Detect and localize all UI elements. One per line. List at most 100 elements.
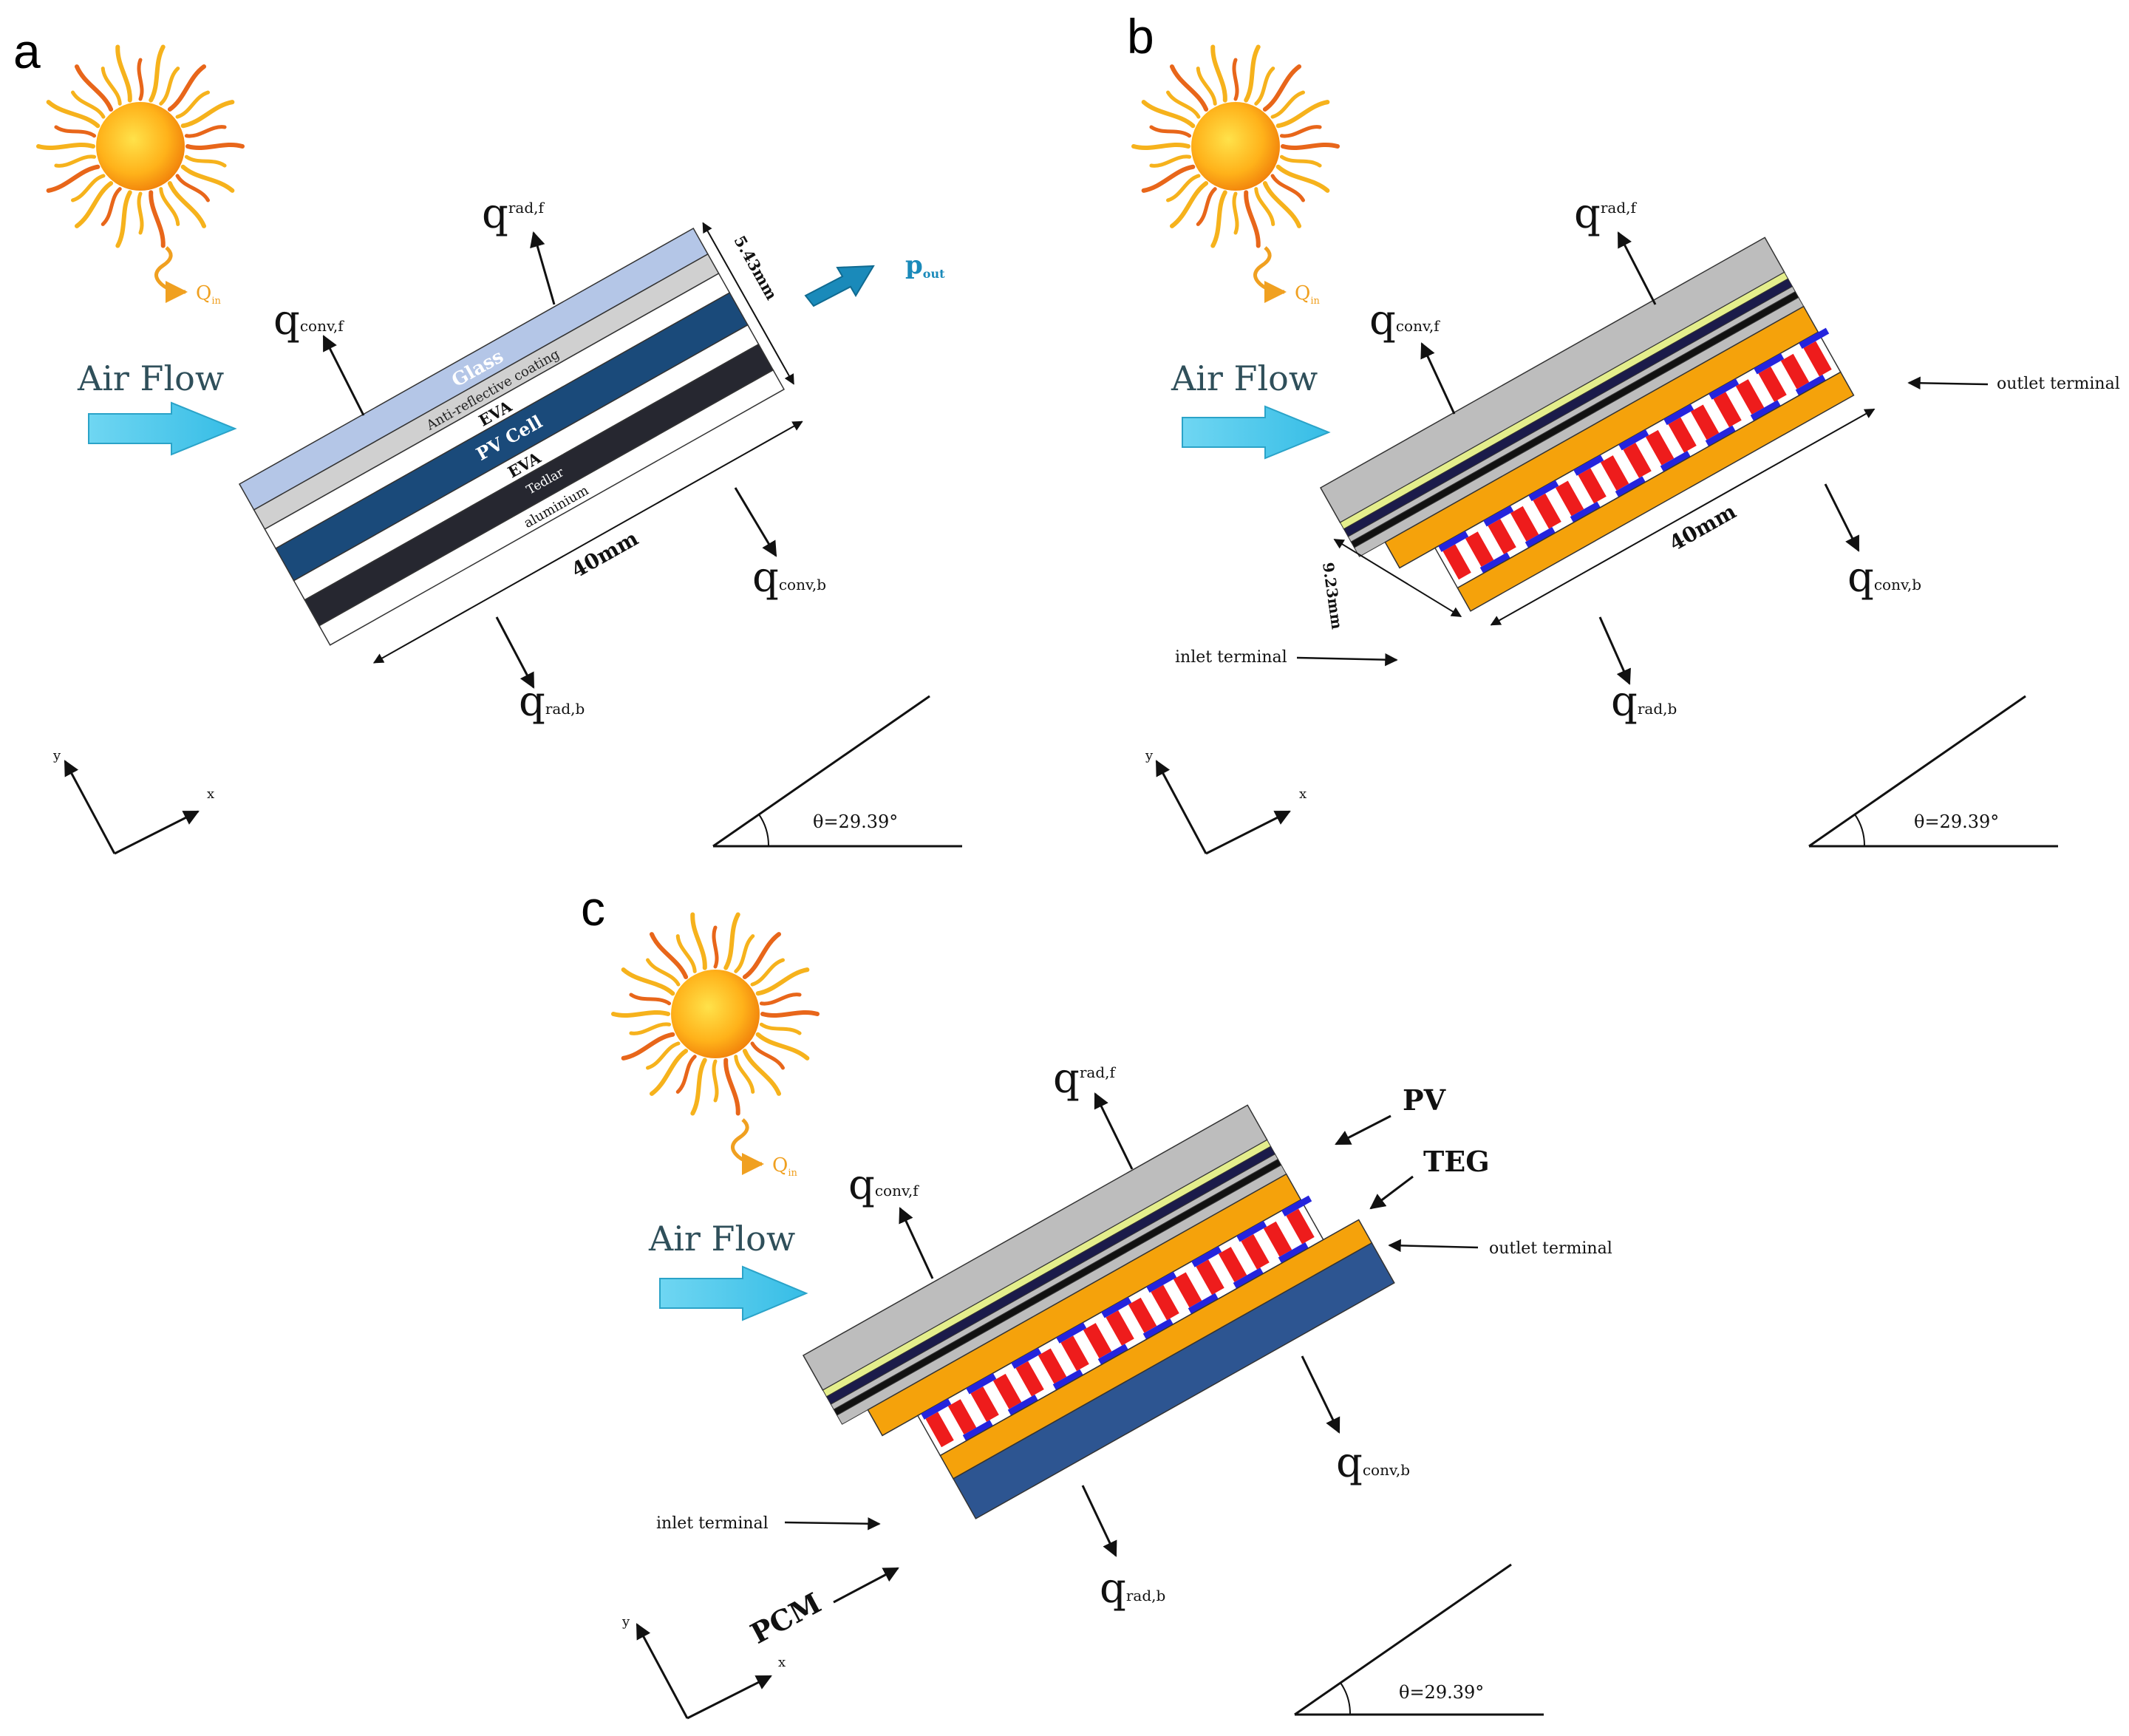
sun-ray	[1196, 67, 1217, 106]
sun-ray	[1244, 44, 1261, 103]
sun-ray	[1166, 174, 1201, 202]
q-rad-b-arrow	[1598, 616, 1631, 685]
q-in-label: Qin	[196, 282, 221, 307]
sun-ray	[759, 1022, 802, 1035]
sun-ray	[760, 1010, 820, 1018]
teg-leg	[1735, 379, 1765, 415]
air-flow-arrow	[659, 1265, 808, 1321]
axes-icon: y x	[1145, 748, 1307, 855]
sun-ray	[180, 164, 235, 193]
sun-ray	[159, 67, 180, 106]
length-label: 40mm	[1665, 499, 1740, 556]
teg-leg	[1780, 353, 1810, 389]
length-label: 40mm	[568, 526, 643, 583]
sun-ray	[621, 1032, 675, 1061]
thickness-dimension-line	[1333, 538, 1462, 618]
sun-ray	[184, 154, 227, 168]
axes-icon: y x	[52, 748, 214, 855]
length-dimension-line	[372, 421, 803, 664]
sun-disc	[96, 102, 185, 191]
q-conv-f-label: qconv,f	[273, 296, 344, 344]
teg-leg	[1038, 1348, 1067, 1384]
outlet-label: outlet terminal	[1997, 375, 2120, 393]
sun-icon	[36, 44, 245, 248]
axis-y-label: y	[621, 1614, 630, 1630]
q-conv-f-label: qconv,f	[848, 1161, 919, 1209]
sun-ray	[74, 181, 114, 228]
teg-leg	[925, 1412, 954, 1448]
sun-icon	[1131, 44, 1340, 248]
sun-ray	[1196, 187, 1217, 226]
angle-label: θ=29.39°	[1399, 1682, 1484, 1703]
tilt-angle-indicator: θ=29.39°	[712, 695, 962, 848]
teg-leg	[1060, 1335, 1089, 1372]
q-in-label: Qin	[772, 1154, 797, 1179]
sun-ray	[167, 64, 207, 112]
sun-ray	[742, 932, 782, 979]
axis-x-label: x	[778, 1655, 786, 1670]
teg-connector-top	[1281, 1195, 1312, 1217]
teg-leg	[1196, 1259, 1224, 1296]
sun-ray	[74, 64, 114, 112]
sun-ray	[1149, 125, 1192, 138]
pcm-label: PCM	[745, 1586, 826, 1650]
outlet-label: outlet terminal	[1489, 1239, 1612, 1258]
q-conv-f-arrow	[1420, 342, 1456, 415]
sun-ray	[1141, 100, 1196, 129]
teg-leg	[1106, 1310, 1134, 1346]
q-in-arrow	[731, 1118, 764, 1175]
sun-ray	[1270, 90, 1305, 119]
sun-ray	[750, 1041, 785, 1070]
q-rad-f-label: qrad,f	[482, 190, 545, 238]
teg-leg	[1465, 531, 1494, 568]
sun-ray	[1275, 164, 1330, 193]
axis-y-label: y	[1145, 748, 1154, 763]
sun-ray	[101, 187, 122, 226]
panel-a: a Qin Air Flow Glass Anti-reflective coa…	[13, 24, 962, 855]
sun-ray	[675, 934, 697, 973]
sun-ray	[629, 1022, 672, 1035]
teg-leg	[1263, 1221, 1292, 1257]
angle-label: θ=29.39°	[1914, 811, 1999, 832]
q-rad-b-arrow	[1081, 1485, 1117, 1557]
sun-ray	[101, 67, 122, 106]
q-conv-b-arrow	[734, 487, 777, 557]
sun-ray	[755, 967, 810, 996]
sun-ray	[71, 174, 106, 202]
q-rad-f-arrow	[1094, 1092, 1134, 1170]
pv-module-stack: Glass Anti-reflective coating EVA PV Cel…	[238, 222, 803, 664]
teg-connector-bottom	[1097, 1344, 1128, 1365]
teg-connector-top	[1191, 1246, 1222, 1267]
teg-connector-top	[921, 1398, 952, 1420]
sun-ray	[184, 125, 227, 138]
angle-label: θ=29.39°	[813, 811, 898, 832]
q-rad-f-arrow	[1617, 231, 1657, 305]
sun-ray	[1210, 44, 1227, 103]
sun-ray	[46, 164, 101, 193]
sun-ray	[175, 90, 210, 119]
q-conv-b-arrow	[1301, 1355, 1341, 1434]
air-flow-label: Air Flow	[77, 358, 224, 398]
sun-ray	[611, 1010, 670, 1018]
teg-connector-bottom	[1233, 1267, 1264, 1289]
thickness-dimension-line	[702, 222, 794, 385]
teg-arrow	[1369, 1175, 1414, 1210]
teg-leg	[1286, 1208, 1315, 1245]
sun-ray	[690, 1058, 707, 1116]
panel-b: b Qin Air Flow 40mm 9.23mm qrad,f qconv,…	[1127, 9, 2120, 855]
panel-letter: c	[581, 881, 605, 936]
inlet-arrow	[784, 1517, 881, 1531]
sun-ray	[149, 190, 166, 248]
axis-y-label: y	[52, 748, 61, 763]
q-in-arrow	[1253, 246, 1287, 303]
teg-connector-top	[1101, 1296, 1132, 1318]
sun-ray	[115, 190, 132, 248]
teg-leg	[1151, 1284, 1179, 1321]
sun-ray	[1270, 174, 1305, 202]
teg-leg	[1173, 1272, 1202, 1308]
teg-connector-bottom	[962, 1420, 993, 1441]
teg-leg	[1128, 1297, 1157, 1333]
axis-x-label: x	[207, 786, 214, 802]
sun-ray	[1254, 187, 1275, 226]
